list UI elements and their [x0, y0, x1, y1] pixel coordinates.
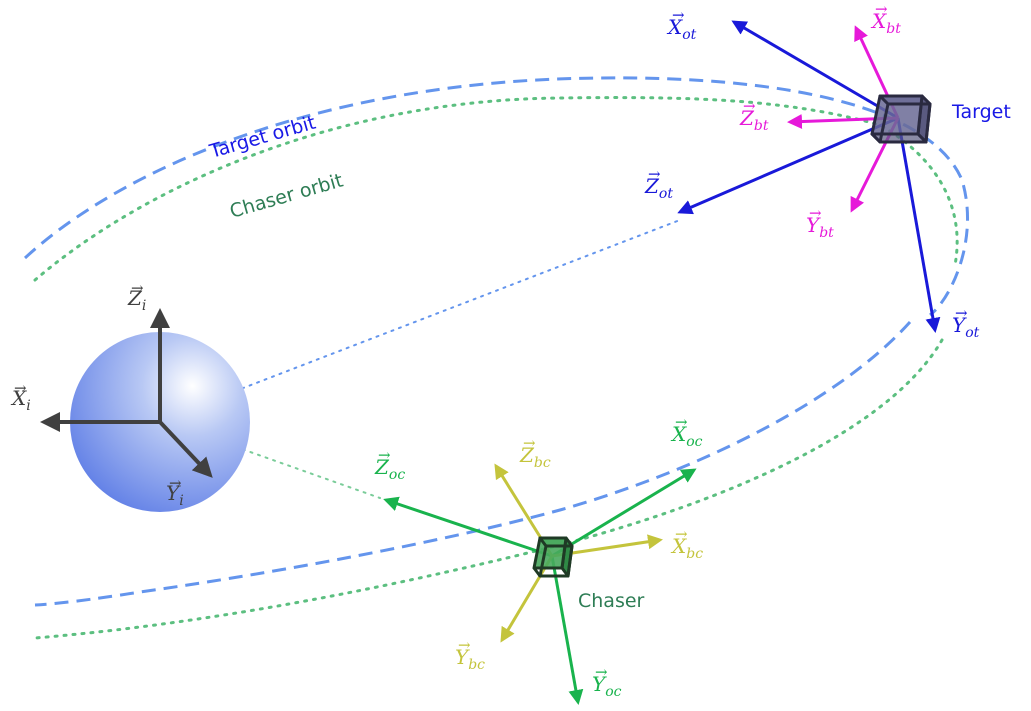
chaser-orbit-y-label: →Yoc	[592, 663, 622, 700]
target-body-x-label: →Xbt	[870, 0, 901, 37]
target-orbit	[23, 76, 970, 607]
target-orbit-label: Target orbit	[206, 112, 318, 163]
chaser-orbit-z-label: →Zoc	[374, 446, 405, 483]
target-orbit-frame	[677, 20, 941, 333]
inertial-z-label: →Zi	[127, 279, 146, 314]
target-orbit-y-label: →Yot	[952, 304, 980, 341]
inertial-x-label: →Xi	[10, 379, 31, 414]
chaser-body-y-label: →Ybc	[455, 636, 485, 673]
inertial-y-label: →Yi	[166, 474, 184, 509]
chaser-body-x-label: →Xbc	[670, 525, 703, 562]
chaser-orbit-label: Chaser orbit	[227, 170, 345, 223]
chaser-orbit-frame	[383, 468, 697, 705]
target-body-z-label: →Zbt	[739, 97, 769, 134]
target-orbit-x-label: →Xot	[666, 6, 697, 43]
target-spacecraft	[870, 94, 932, 144]
chaser-spacecraft	[532, 536, 574, 578]
earth-to-target-line	[159, 219, 681, 421]
target-body-y-label: →Ybt	[806, 204, 834, 241]
earth-to-chaser-line	[159, 419, 381, 499]
chaser-body-z-label: →Zbc	[519, 434, 551, 471]
inertial-frame	[40, 308, 213, 478]
target-label: Target	[951, 101, 1011, 123]
chaser-label: Chaser	[578, 590, 645, 612]
chaser-body-frame	[494, 463, 663, 643]
chaser-orbit-x-label: →Xoc	[670, 413, 703, 450]
target-orbit-z-label: →Zot	[644, 165, 673, 202]
